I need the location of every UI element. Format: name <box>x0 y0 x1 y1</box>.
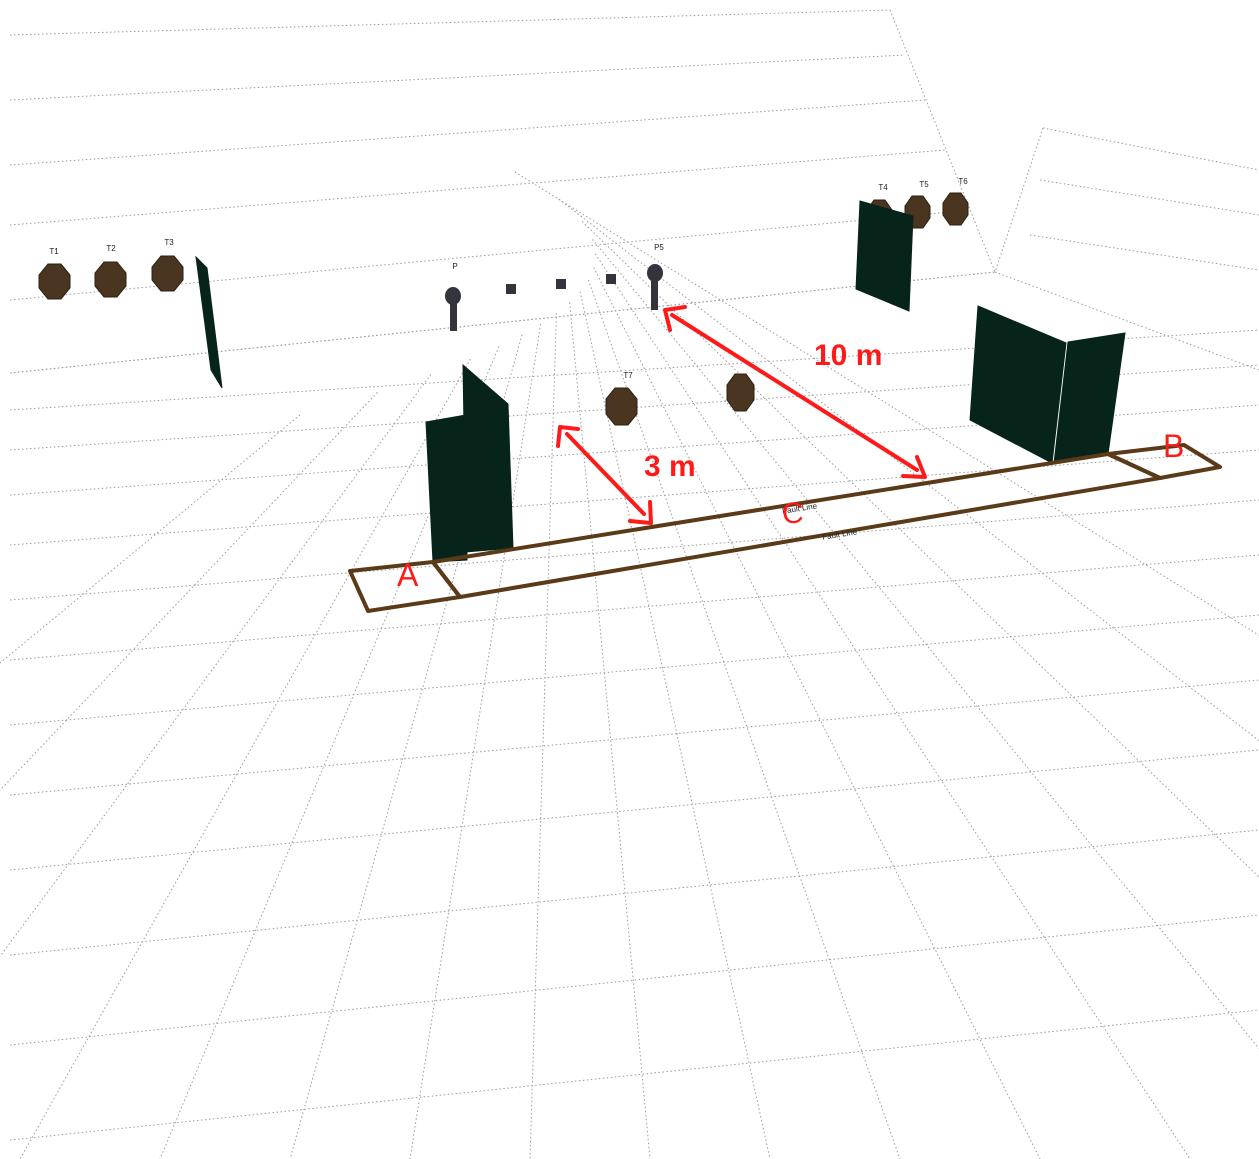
target-t1: T1 <box>38 247 71 300</box>
target-t8 <box>726 373 755 412</box>
target-label-t2: T2 <box>106 244 116 253</box>
popper-label-right: P5 <box>654 243 664 252</box>
wall-grid-line <box>9 9 891 36</box>
popper-label-left: P <box>452 262 457 271</box>
grid-column-line <box>592 239 1259 1050</box>
popper-right: P5 <box>647 243 664 310</box>
target-label-t5: T5 <box>919 180 929 189</box>
grid-column-line <box>159 346 500 1159</box>
arrow-3m <box>556 425 653 525</box>
target-label-t1: T1 <box>49 247 59 256</box>
wall-grid-line <box>9 209 971 301</box>
target-t6: T6 <box>942 177 969 226</box>
grid-row-line <box>9 829 1259 956</box>
grid-row-line <box>9 364 1259 451</box>
label-box-a: A <box>397 557 419 593</box>
grid-row-line <box>9 554 1259 661</box>
label-short-distance: 3 m <box>644 450 696 483</box>
side-wall-line <box>1029 234 1259 271</box>
grid-column-line <box>514 171 1259 636</box>
wall-grid-edge <box>889 9 996 273</box>
grid-column-line <box>558 198 1259 742</box>
annotations: 3 m 10 m A B C <box>397 305 1184 593</box>
grid-row-line <box>9 404 1259 496</box>
grid-column-line <box>0 392 378 791</box>
side-wall-line <box>1039 179 1259 216</box>
grid-column-line <box>0 374 432 958</box>
steel-plate-2 <box>556 279 566 289</box>
target-label-t6: T6 <box>958 177 968 186</box>
target-t7: T7 <box>605 371 638 426</box>
grid-row-line <box>9 1009 1259 1141</box>
label-long-distance: 10 m <box>814 339 882 372</box>
grid-column-line <box>587 279 901 1159</box>
grid-row-line <box>9 914 1259 1046</box>
grid-row-line <box>9 449 1259 546</box>
label-box-b: B <box>1163 428 1184 464</box>
target-label-t7: T7 <box>623 371 633 380</box>
target-label-t3: T3 <box>164 238 174 247</box>
steel-plate-3 <box>606 274 616 284</box>
grid-row-line <box>9 499 1259 601</box>
grid-column-line <box>409 323 542 1159</box>
grid-row-line <box>9 679 1259 796</box>
wall-grid-line <box>9 54 906 101</box>
arrow-10m <box>663 305 927 479</box>
side-wall-floor-edge <box>994 271 1259 371</box>
grid-column-line <box>19 358 471 1159</box>
target-t3: T3 <box>151 238 184 292</box>
shooting-box-b <box>1106 443 1222 480</box>
grid-row-line <box>9 329 1259 411</box>
grid-row-line <box>9 614 1259 726</box>
grid-row-line <box>9 271 996 374</box>
side-wall-top <box>1042 127 1259 171</box>
wall-grid-line <box>9 149 946 226</box>
grid-column-line <box>569 302 651 1159</box>
right-front-wall <box>969 305 1126 464</box>
steel-popper-row: P P5 <box>445 243 664 331</box>
target-group-left: T1 T2 T3 <box>38 238 184 300</box>
grid-column-line <box>529 313 557 1159</box>
left-front-wall <box>425 363 514 563</box>
popper-left: P <box>445 262 461 331</box>
steel-plate-1 <box>506 284 516 294</box>
target-label-t4: T4 <box>878 183 888 192</box>
label-fault-line-c: C <box>782 497 804 530</box>
target-t2: T2 <box>94 244 127 298</box>
grid-column-line <box>581 221 1259 878</box>
grid-row-line <box>9 749 1259 871</box>
left-barrier-wall <box>195 255 223 389</box>
side-wall-edge <box>994 127 1044 273</box>
grid-column-line <box>289 334 523 1159</box>
grid-column-line <box>594 253 1191 1159</box>
wall-grid-line <box>9 99 926 166</box>
grid-column-line <box>579 291 771 1159</box>
ground-grid <box>0 9 1259 1159</box>
grid-column-line <box>0 414 301 664</box>
right-back-wall <box>855 200 914 312</box>
